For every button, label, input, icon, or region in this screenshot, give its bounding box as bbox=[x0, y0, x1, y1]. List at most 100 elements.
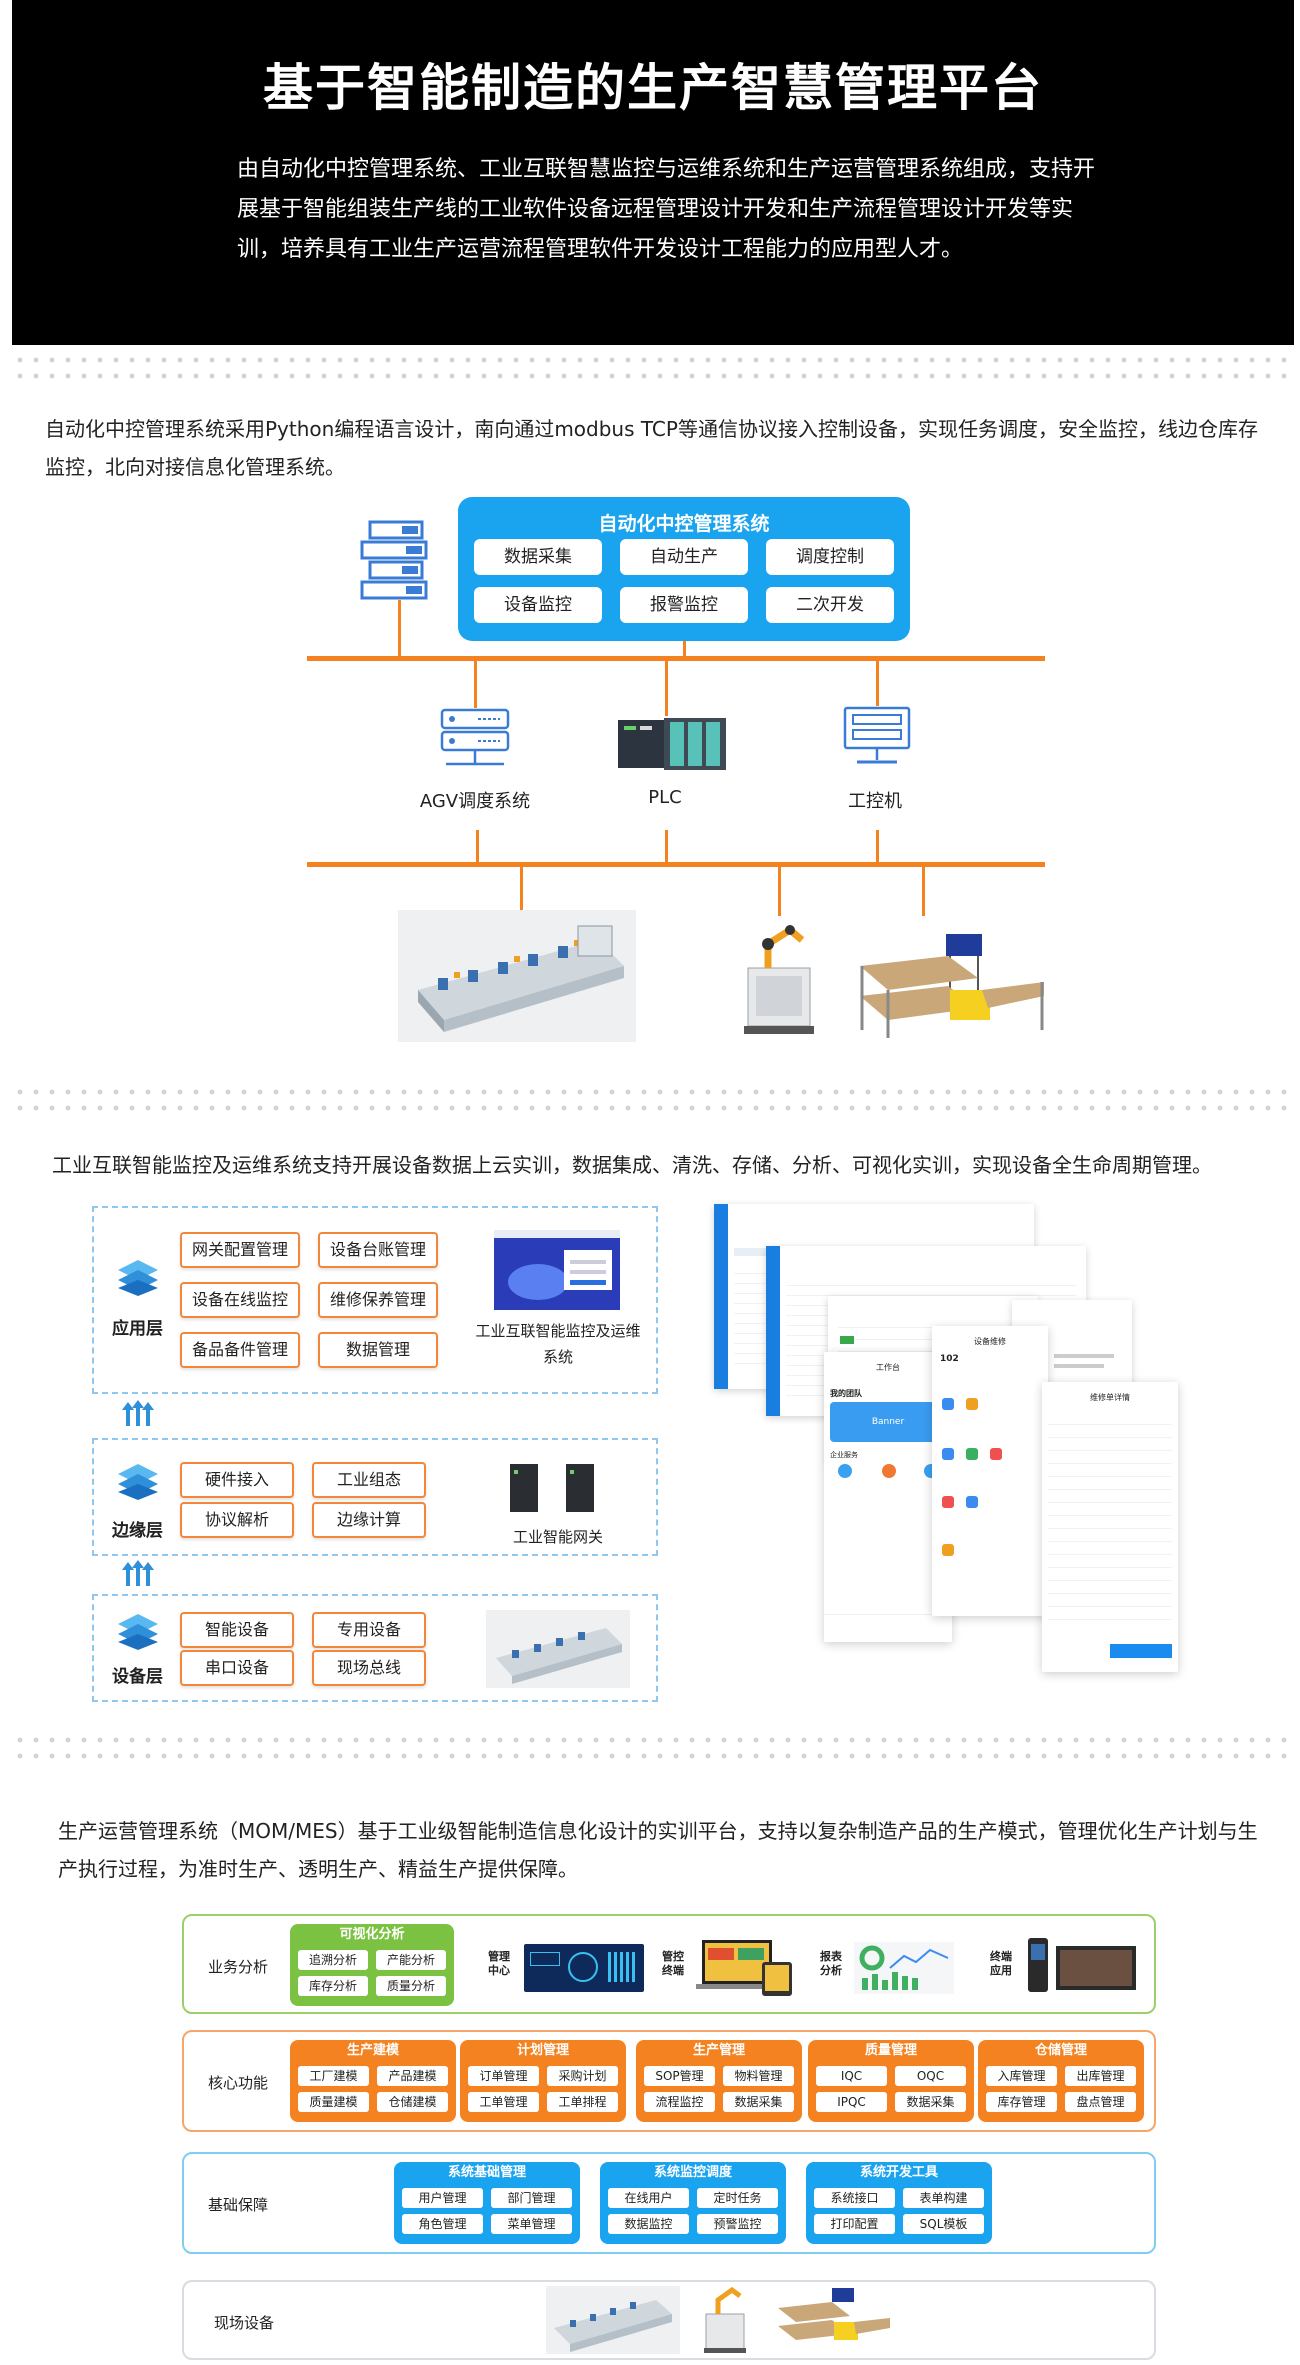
plc-icon bbox=[618, 718, 726, 770]
bus-line-top bbox=[307, 656, 1045, 661]
item-edge-compute: 边缘计算 bbox=[312, 1502, 426, 1538]
function-cell: 工单排程 bbox=[547, 2092, 618, 2112]
cell: 产能分析 bbox=[376, 1950, 446, 1970]
server-rack-icon bbox=[360, 520, 428, 600]
function-cell: 定时任务 bbox=[697, 2188, 778, 2208]
app-label: 报表分析 bbox=[820, 1950, 842, 1977]
function-cell: SOP管理 bbox=[644, 2066, 715, 2086]
connector-line bbox=[876, 830, 879, 866]
dotted-divider bbox=[12, 1084, 1294, 1114]
function-cell: OQC bbox=[895, 2066, 966, 2086]
layer-name-edge: 边缘层 bbox=[112, 1521, 163, 1541]
team-title: 我的团队 bbox=[830, 1389, 862, 1398]
function-cell: IQC bbox=[816, 2066, 887, 2086]
row-business-analysis: 业务分析 可视化分析 追溯分析 产能分析 库存分析 质量分析 管理中心 管控终端… bbox=[182, 1914, 1156, 2014]
function-cell: 打印配置 bbox=[814, 2214, 895, 2234]
row-label: 基础保障 bbox=[208, 2196, 269, 2214]
item-maintenance: 维修保养管理 bbox=[318, 1282, 438, 1318]
assembly-line-image bbox=[546, 2286, 680, 2354]
function-cell: 订单管理 bbox=[468, 2066, 539, 2086]
function-cell: 仓储建模 bbox=[377, 2092, 448, 2112]
module-auto-production: 自动生产 bbox=[620, 539, 748, 575]
connector-line bbox=[876, 660, 879, 706]
item-hardware-access: 硬件接入 bbox=[180, 1462, 294, 1498]
function-cell: 预警监控 bbox=[697, 2214, 778, 2234]
caption-gateway: 工业智能网关 bbox=[512, 1528, 603, 1546]
cell: 质量分析 bbox=[376, 1976, 446, 1996]
function-cell: 工厂建模 bbox=[298, 2066, 369, 2086]
function-cell: 菜单管理 bbox=[491, 2214, 572, 2234]
group-title: 系统监控调度 bbox=[653, 2165, 732, 2180]
connector-line bbox=[474, 660, 477, 708]
module-device-monitor: 设备监控 bbox=[474, 587, 602, 623]
section2-description: 工业互联智能监控及运维系统支持开展设备数据上云实训，数据集成、清洗、存储、分析、… bbox=[52, 1153, 1212, 1177]
layer-stack-icon bbox=[118, 1614, 158, 1650]
caption-monitor-system: 工业互联智能监控及运维系统 bbox=[475, 1322, 641, 1366]
warehouse-rack-image bbox=[860, 934, 1044, 1038]
layer-stack-icon bbox=[118, 1464, 158, 1500]
module-alarm-monitor: 报警监控 bbox=[620, 587, 748, 623]
terminal-app-devices bbox=[1028, 1938, 1136, 1992]
item-spare-parts: 备品备件管理 bbox=[180, 1332, 300, 1368]
layer-name-application: 应用层 bbox=[112, 1319, 163, 1339]
assembly-line-image bbox=[486, 1610, 630, 1688]
item-fieldbus: 现场总线 bbox=[312, 1650, 426, 1686]
mobile-repair-order-screen: 维修单详情 bbox=[1042, 1382, 1178, 1672]
section3-description: 生产运营管理系统（MOM/MES）基于工业级智能制造信息化设计的实训平台，支持以… bbox=[58, 1819, 1258, 1881]
function-cell: 表单构建 bbox=[903, 2188, 984, 2208]
connector-line bbox=[683, 641, 686, 659]
function-cell: 采购计划 bbox=[547, 2066, 618, 2086]
report-analysis-screen bbox=[854, 1942, 954, 1994]
function-group: 仓储管理入库管理出库管理库存管理盘点管理 bbox=[978, 2040, 1144, 2122]
item-protocol-parse: 协议解析 bbox=[180, 1502, 294, 1538]
function-group: 系统基础管理用户管理部门管理角色管理菜单管理 bbox=[394, 2162, 580, 2244]
dotted-divider bbox=[12, 1732, 1294, 1762]
module-secondary-dev: 二次开发 bbox=[766, 587, 894, 623]
function-cell: 流程监控 bbox=[644, 2092, 715, 2112]
company-service: 企业服务 bbox=[830, 1451, 858, 1459]
item-industrial-config: 工业组态 bbox=[312, 1462, 426, 1498]
row-label: 核心功能 bbox=[208, 2074, 269, 2092]
module-dispatch-control: 调度控制 bbox=[766, 539, 894, 575]
app-label: 管控终端 bbox=[662, 1950, 684, 1977]
device-label-plc: PLC bbox=[648, 787, 682, 808]
item-gateway-config: 网关配置管理 bbox=[180, 1232, 300, 1268]
robot-arm-image bbox=[744, 925, 814, 1034]
page-title: 基于智能制造的生产智慧管理平台 bbox=[263, 59, 1043, 117]
function-cell: 在线用户 bbox=[608, 2188, 689, 2208]
connector-line bbox=[665, 660, 668, 716]
group-title: 可视化分析 bbox=[339, 1927, 405, 1942]
cell: 库存分析 bbox=[298, 1976, 368, 1996]
group-title: 质量管理 bbox=[864, 2043, 917, 2058]
mobile-device-maintenance-screen: 设备维修 102 bbox=[932, 1326, 1048, 1616]
layer-name-device: 设备层 bbox=[112, 1667, 163, 1687]
group-title: 计划管理 bbox=[516, 2043, 569, 2058]
module-data-collection: 数据采集 bbox=[474, 539, 602, 575]
group-title: 系统开发工具 bbox=[859, 2165, 938, 2180]
workbench-title: 工作台 bbox=[876, 1363, 900, 1372]
item-device-ledger: 设备台账管理 bbox=[318, 1232, 438, 1268]
function-group: 生产建模工厂建模产品建模质量建模仓储建模 bbox=[290, 2040, 456, 2122]
group-title: 系统基础管理 bbox=[447, 2165, 526, 2180]
mobile-workbench-screen: 工作台 我的团队 Banner 企业服务 bbox=[824, 1352, 952, 1642]
management-center-screen bbox=[524, 1944, 644, 1992]
bus-line-bottom bbox=[307, 862, 1045, 867]
item-special-device: 专用设备 bbox=[312, 1612, 426, 1648]
function-cell: IPQC bbox=[816, 2092, 887, 2112]
group-title: 生产建模 bbox=[346, 2043, 399, 2058]
stat-number: 102 bbox=[940, 1354, 959, 1364]
function-cell: 工单管理 bbox=[468, 2092, 539, 2112]
function-cell: 入库管理 bbox=[986, 2066, 1057, 2086]
function-cell: 出库管理 bbox=[1065, 2066, 1136, 2086]
header-description: 由自动化中控管理系统、工业互联智慧监控与运维系统和生产运营管理系统组成，支持开展… bbox=[237, 157, 1096, 262]
function-group: 计划管理订单管理采购计划工单管理工单排程 bbox=[460, 2040, 626, 2122]
app-screenshots-collage: 工作台 我的团队 Banner 企业服务 设备维修 102 维修单详情 bbox=[710, 1200, 1180, 1710]
function-cell: 角色管理 bbox=[402, 2214, 483, 2234]
group-title: 仓储管理 bbox=[1034, 2043, 1087, 2058]
device-label-agv: AGV调度系统 bbox=[419, 791, 531, 812]
connector-line bbox=[476, 830, 479, 866]
app-label: 管理中心 bbox=[488, 1950, 510, 1977]
